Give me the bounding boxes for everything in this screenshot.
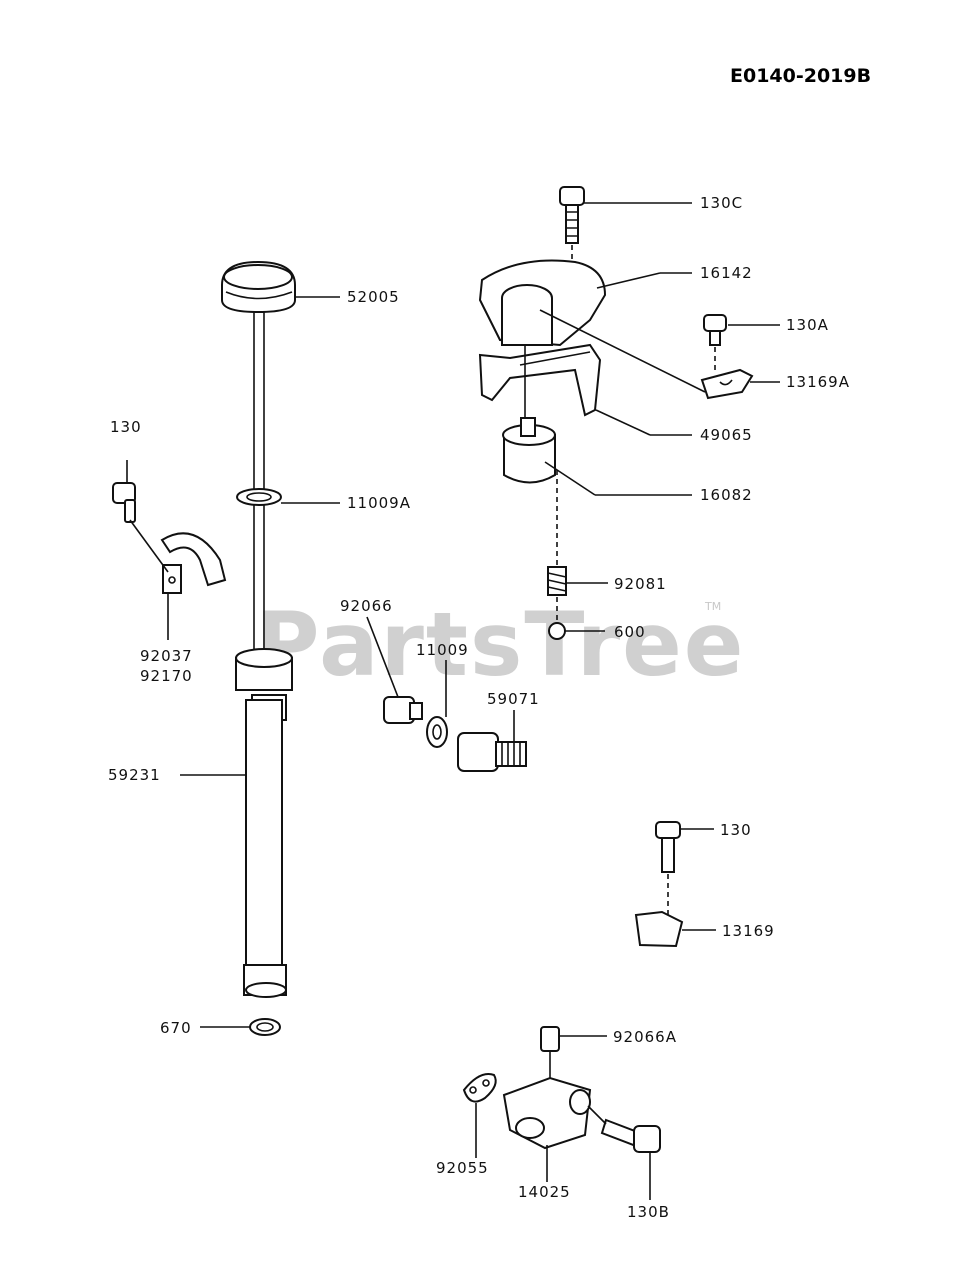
label-16142: 16142 [700,264,753,282]
bolt-130A[interactable] [703,314,727,346]
label-130A: 130A [786,316,829,334]
label-11009: 11009 [416,641,469,659]
gasket-92055[interactable] [462,1073,497,1103]
label-13169: 13169 [722,922,775,940]
bolt-130B[interactable] [600,1118,661,1153]
label-92170: 92170 [140,667,193,685]
governor-plate-49065[interactable] [478,343,602,417]
label-92066: 92066 [340,597,393,615]
oil-filler-cap-52005[interactable] [221,260,296,314]
clamp-92037[interactable] [160,532,227,594]
label-14025: 14025 [518,1183,571,1201]
label-52005: 52005 [347,288,400,306]
label-92055: 92055 [436,1159,489,1177]
gasket-11009[interactable] [426,716,448,748]
label-92037: 92037 [140,647,193,665]
label-130-left: 130 [110,418,142,436]
dipstick-rod [253,312,265,650]
o-ring-11009A[interactable] [236,488,282,506]
screw-92066A[interactable] [540,1026,560,1080]
parts-tree-watermark: PartsTree [255,593,745,696]
governor-shaft-holder-16142[interactable] [478,259,607,347]
label-59071: 59071 [487,690,540,708]
oil-gauge-tube-59231[interactable] [235,648,293,998]
bracket-13169A[interactable] [700,368,754,400]
label-130-right: 130 [720,821,752,839]
label-130C: 130C [700,194,743,212]
bolt-130-left[interactable] [112,482,136,523]
fitting-59071[interactable] [457,732,527,772]
spring-92081[interactable] [547,566,567,596]
label-13169A: 13169A [786,373,850,391]
plug-92066[interactable] [383,696,423,724]
joint-14025[interactable] [502,1076,592,1150]
label-92081: 92081 [614,575,667,593]
label-11009A: 11009A [347,494,411,512]
ball-600[interactable] [548,622,566,640]
bolt-130C[interactable] [559,186,585,244]
label-49065: 49065 [700,426,753,444]
governor-weight-16082[interactable] [502,417,556,484]
label-59231: 59231 [108,766,161,784]
label-670: 670 [160,1019,192,1037]
label-16082: 16082 [700,486,753,504]
bolt-130-right[interactable] [655,821,681,873]
trademark-mark: TM [704,600,721,613]
label-130B: 130B [627,1203,670,1221]
o-ring-670[interactable] [249,1018,281,1036]
label-600: 600 [614,623,646,641]
diagram-code: E0140-2019B [730,65,871,87]
plate-13169[interactable] [634,910,684,948]
label-92066A: 92066A [613,1028,677,1046]
